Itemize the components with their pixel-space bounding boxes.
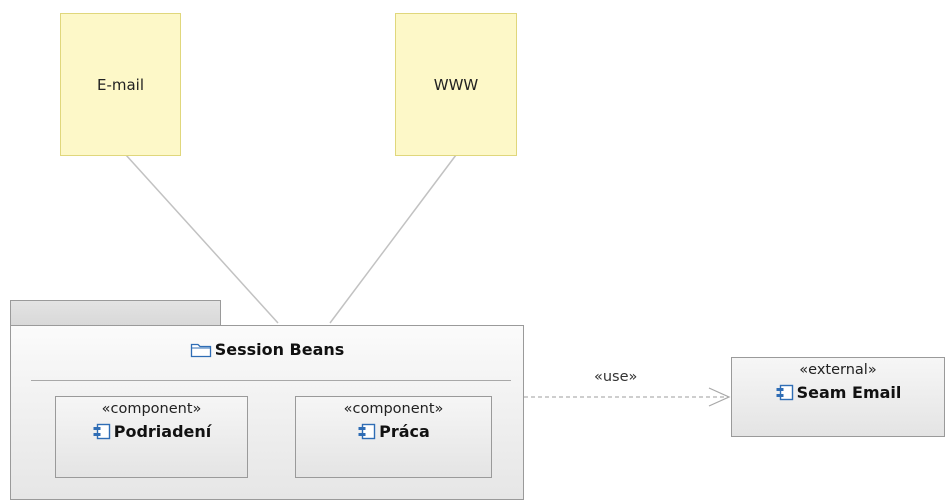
note-email-connector <box>125 154 279 324</box>
component-name: Práca <box>379 422 430 441</box>
component-icon <box>776 384 793 401</box>
package-divider <box>31 380 511 381</box>
external-stereotype: «external» <box>799 362 877 378</box>
note-www-text: WWW <box>433 75 479 94</box>
package-tab <box>10 300 221 326</box>
component-icon <box>358 423 376 440</box>
package-title: Session Beans <box>11 340 523 359</box>
package-session-beans[interactable]: Session Beans «component» Podriadení «co… <box>10 325 524 500</box>
connector-layer <box>125 154 731 407</box>
package-name: Session Beans <box>214 340 345 359</box>
note-email[interactable]: E-mail <box>60 13 181 156</box>
note-email-text: E-mail <box>96 75 145 94</box>
component-praca[interactable]: «component» Práca <box>295 396 492 478</box>
note-www-connector <box>329 154 457 324</box>
component-podriadeni[interactable]: «component» Podriadení <box>55 396 248 478</box>
folder-icon <box>190 343 211 357</box>
component-stereotype: «component» <box>343 401 444 417</box>
note-www[interactable]: WWW <box>395 13 517 156</box>
component-stereotype: «component» <box>101 401 202 417</box>
use-dependency-arrowhead <box>708 387 731 407</box>
component-seam-email[interactable]: «external» Seam Email <box>731 357 945 437</box>
external-name: Seam Email <box>796 383 902 402</box>
use-dependency-label: «use» <box>594 369 638 385</box>
component-icon <box>93 423 110 440</box>
component-name: Podriadení <box>113 422 212 441</box>
